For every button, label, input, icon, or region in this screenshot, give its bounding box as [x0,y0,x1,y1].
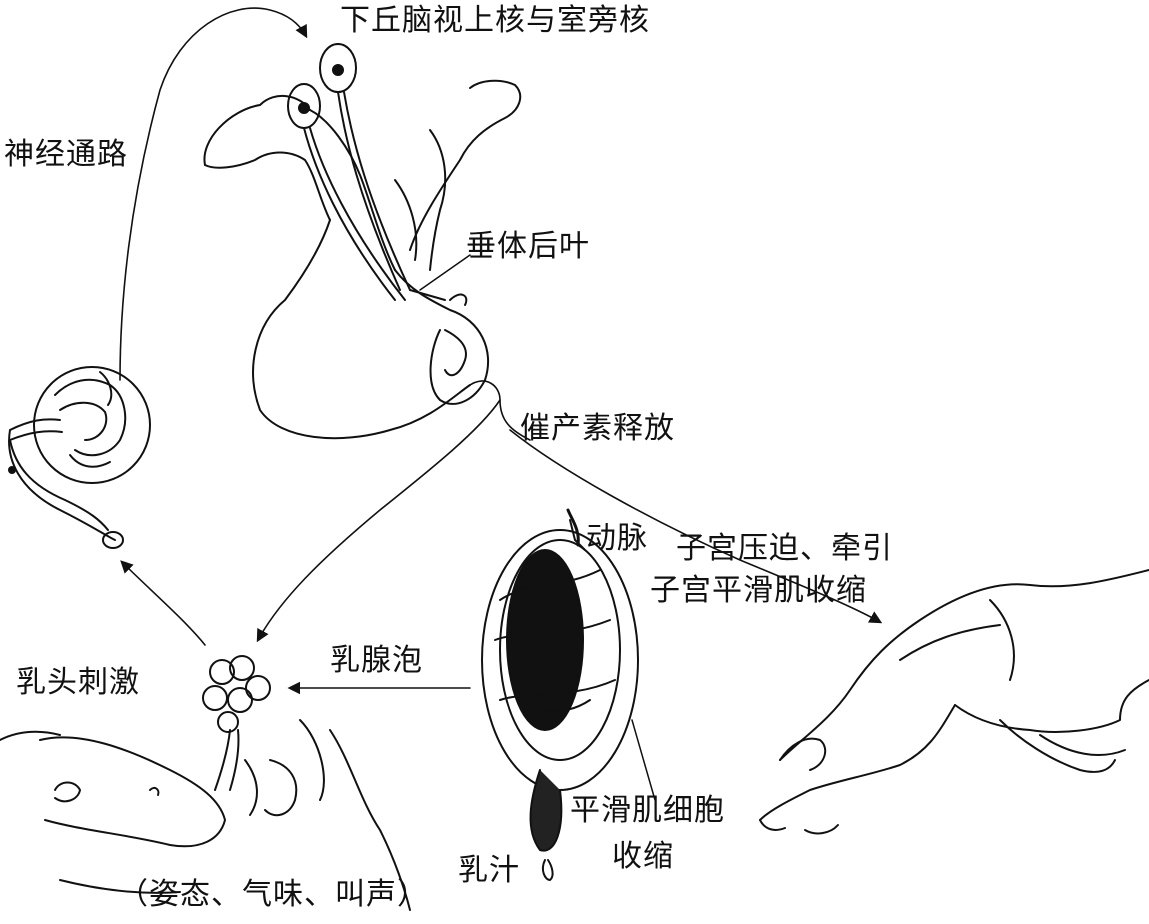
smooth-muscle-cell-label: 平滑肌细胞 [570,793,725,828]
alveolus-cluster [202,655,271,791]
contraction-label: 收缩 [612,839,674,874]
calf-drawing [0,719,411,911]
oxytocin-release-label: 催产素释放 [520,411,675,446]
neural-pathway-label: 神经通路 [4,137,128,172]
cow-drawing [759,569,1149,835]
hypothalamus-drawing [203,43,522,301]
afferent-arrow [120,560,206,646]
nipple-stimulation-label: 乳头刺激 [16,665,140,700]
alveolus-drawing [481,508,656,881]
mammary-alveolus-label: 乳腺泡 [330,643,423,678]
uterus-pressure-label: 子宫压迫、牵引 [676,531,893,566]
pituitary-drawing [252,219,490,440]
artery-label: 动脉 [586,521,648,556]
stimuli-label: （姿态、气味、叫声） [118,877,428,912]
uterus-smooth-muscle-label: 子宫平滑肌收缩 [650,573,867,608]
spinal-cord-drawing [8,366,151,549]
neural-pathway-line [119,7,308,381]
hypothalamus-label: 下丘脑视上核与室旁核 [340,3,650,38]
oxytocin-paths [256,380,883,643]
posterior-pituitary-label: 垂体后叶 [466,229,590,264]
milk-label: 乳汁 [458,853,520,888]
